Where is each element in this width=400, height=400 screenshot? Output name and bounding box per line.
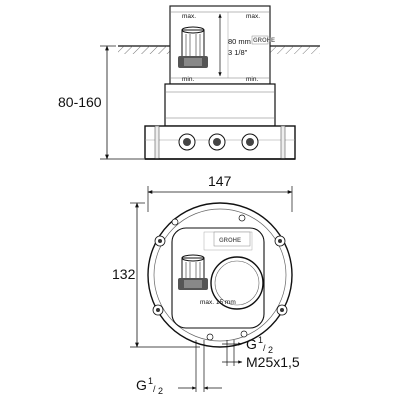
g-half-bottom-label: G 1 / 2: [136, 376, 163, 396]
svg-text:1: 1: [258, 335, 263, 345]
brand-badge: GROHE: [251, 35, 275, 45]
height-dimension: [100, 45, 144, 160]
width-dim-label: 147: [208, 173, 232, 189]
svg-text:G: G: [136, 377, 147, 393]
cartridge-side: [178, 26, 208, 68]
svg-text:2: 2: [268, 345, 273, 355]
svg-text:1: 1: [148, 376, 153, 386]
width-dimension: [147, 186, 293, 212]
max-label-left: max.: [182, 13, 196, 20]
max-label-right: max.: [246, 13, 260, 20]
svg-text:/: /: [153, 384, 156, 394]
svg-text:GROHE: GROHE: [253, 38, 275, 44]
svg-text:2: 2: [158, 386, 163, 396]
wall-surface: [118, 45, 320, 54]
cartridge-top: [178, 254, 208, 290]
min-label-right: min.: [246, 76, 258, 83]
top-brand: GROHE: [219, 238, 241, 244]
svg-text:/: /: [263, 343, 266, 353]
valve-body: [144, 83, 296, 160]
svg-text:G: G: [246, 336, 257, 352]
range-mm: 80 mm: [228, 37, 251, 46]
g-half-right-label: G 1 / 2: [246, 335, 273, 355]
connection-leaders: [178, 340, 243, 392]
top-height-dimension: [130, 202, 200, 348]
top-height-dim-label: 132: [112, 266, 136, 282]
range-inch: 3 1/8": [228, 48, 248, 57]
min-label-left: min.: [182, 76, 194, 83]
thread-label: M25x1,5: [246, 354, 300, 370]
outlet-port: [210, 256, 264, 310]
height-dim-label: 80-160: [58, 94, 102, 110]
inner-tiny-label: max. 15 mm: [200, 299, 236, 306]
side-view: max. max. min. min. 80 mm 3 1/8" GROHE: [58, 5, 320, 160]
top-view: 147 GROHE: [112, 173, 300, 396]
